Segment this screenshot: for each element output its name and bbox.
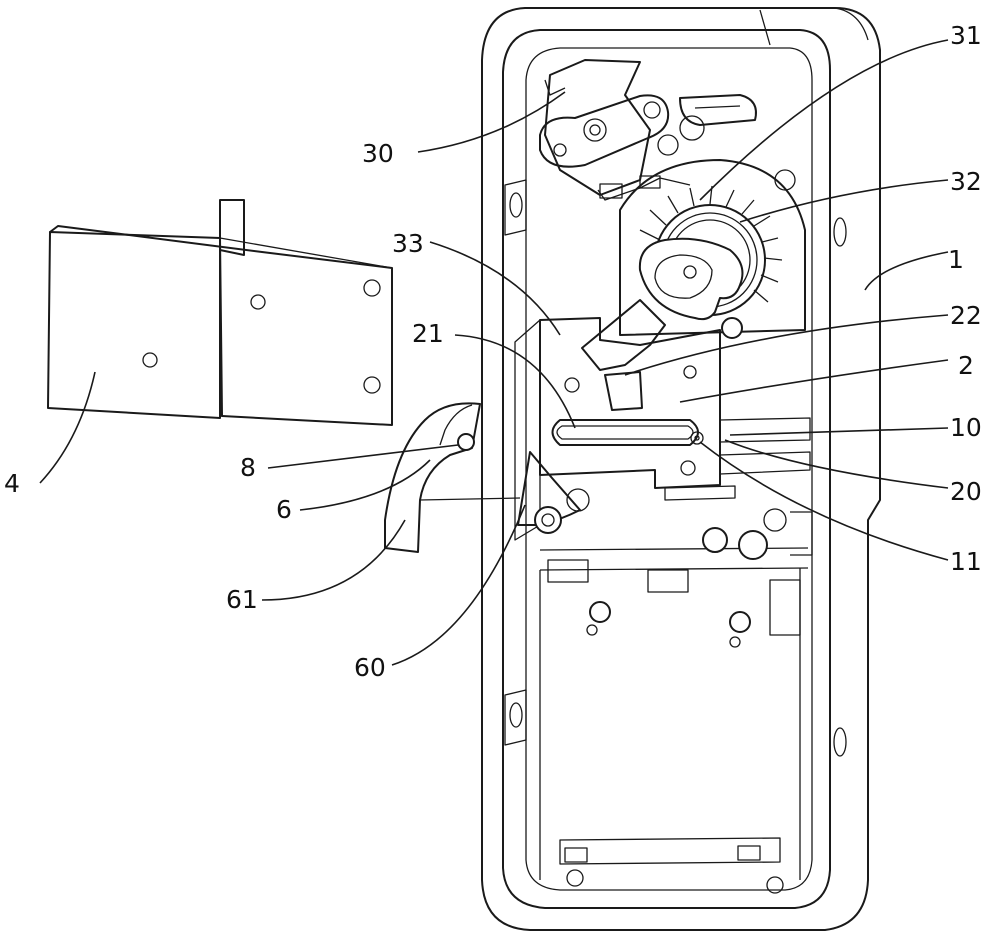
upper-linkage-30 (540, 60, 795, 200)
label-11: 11 (950, 547, 982, 576)
latch-6 (385, 403, 589, 552)
label-30: 30 (362, 139, 394, 168)
label-22: 22 (950, 301, 982, 330)
label-31: 31 (950, 21, 982, 50)
label-8: 8 (240, 453, 256, 482)
label-1: 1 (948, 245, 964, 274)
label-32: 32 (950, 167, 982, 196)
label-21: 21 (412, 319, 444, 348)
lower-compartment (540, 509, 812, 893)
label-2: 2 (958, 351, 974, 380)
label-4: 4 (4, 469, 20, 498)
plate-4 (48, 200, 392, 425)
label-61: 61 (226, 585, 258, 614)
label-20: 20 (950, 477, 982, 506)
label-10: 10 (950, 413, 982, 442)
label-6: 6 (276, 495, 292, 524)
label-60: 60 (354, 653, 386, 682)
slider-2 (515, 300, 810, 540)
label-33: 33 (392, 229, 424, 258)
